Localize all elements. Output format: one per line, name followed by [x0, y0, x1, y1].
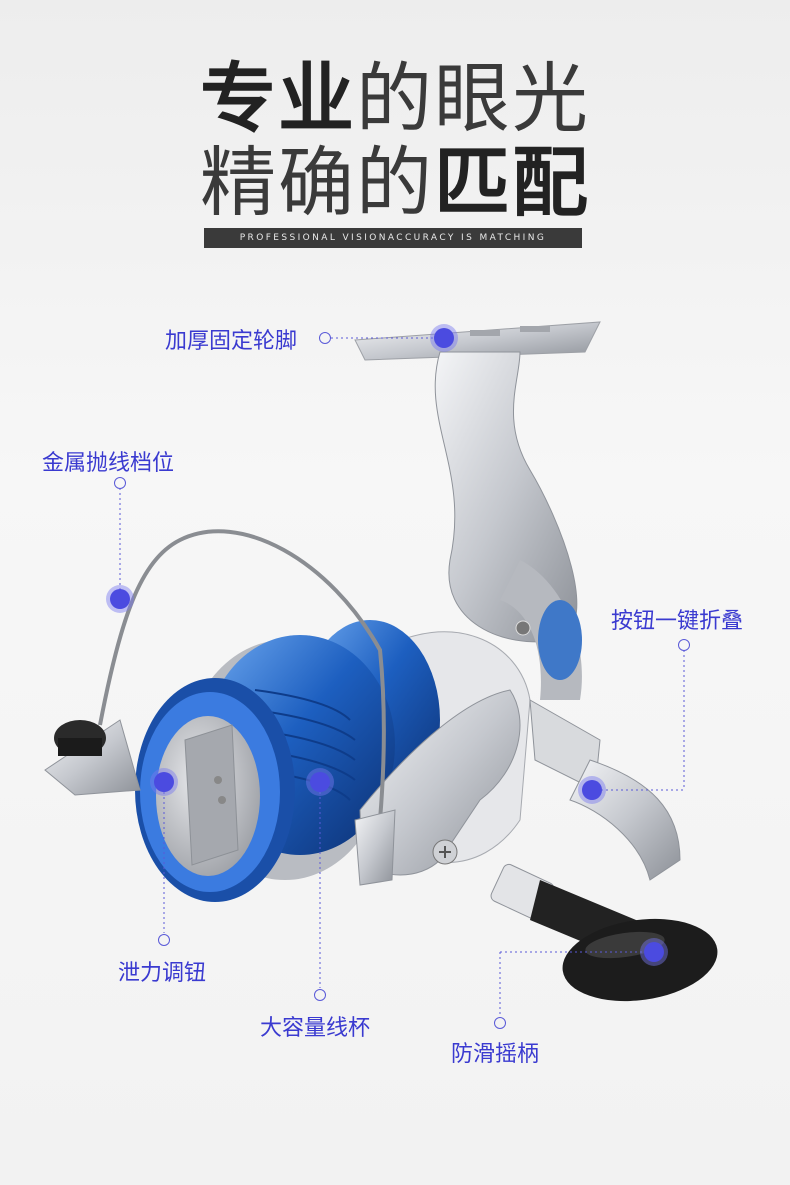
headline-line-1-bold: 专业 [200, 54, 356, 143]
marker-ring-drag-knob [158, 934, 170, 946]
marker-dot-bail [110, 589, 130, 609]
marker-dot-fold-button [582, 780, 602, 800]
marker-ring-spool [314, 989, 326, 1001]
headline-line-2-bold: 匹配 [434, 138, 590, 227]
headline-line-2: 精确的匹配 [0, 140, 790, 226]
marker-dot-spool [310, 772, 330, 792]
marker-dot-handle [644, 942, 664, 962]
marker-ring-foot [319, 332, 331, 344]
marker-ring-bail [114, 477, 126, 489]
marker-ring-fold-button [678, 639, 690, 651]
marker-dot-drag-knob [154, 772, 174, 792]
label-foot: 加厚固定轮脚 [165, 329, 298, 354]
headline-line-1-light: 的眼光 [356, 54, 590, 143]
label-handle: 防滑摇柄 [451, 1042, 540, 1067]
label-fold-button: 按钮一键折叠 [611, 609, 744, 634]
marker-ring-handle [494, 1017, 506, 1029]
marker-dot-foot [434, 328, 454, 348]
label-drag-knob: 泄力调钮 [118, 961, 207, 986]
label-spool: 大容量线杯 [260, 1016, 371, 1041]
subtitle-band: PROFESSIONAL VISIONACCURACY IS MATCHING [204, 228, 582, 248]
label-bail: 金属抛线档位 [42, 451, 175, 476]
headline-line-2-light: 精确的 [200, 138, 434, 227]
headline-line-1: 专业的眼光 [0, 56, 790, 142]
